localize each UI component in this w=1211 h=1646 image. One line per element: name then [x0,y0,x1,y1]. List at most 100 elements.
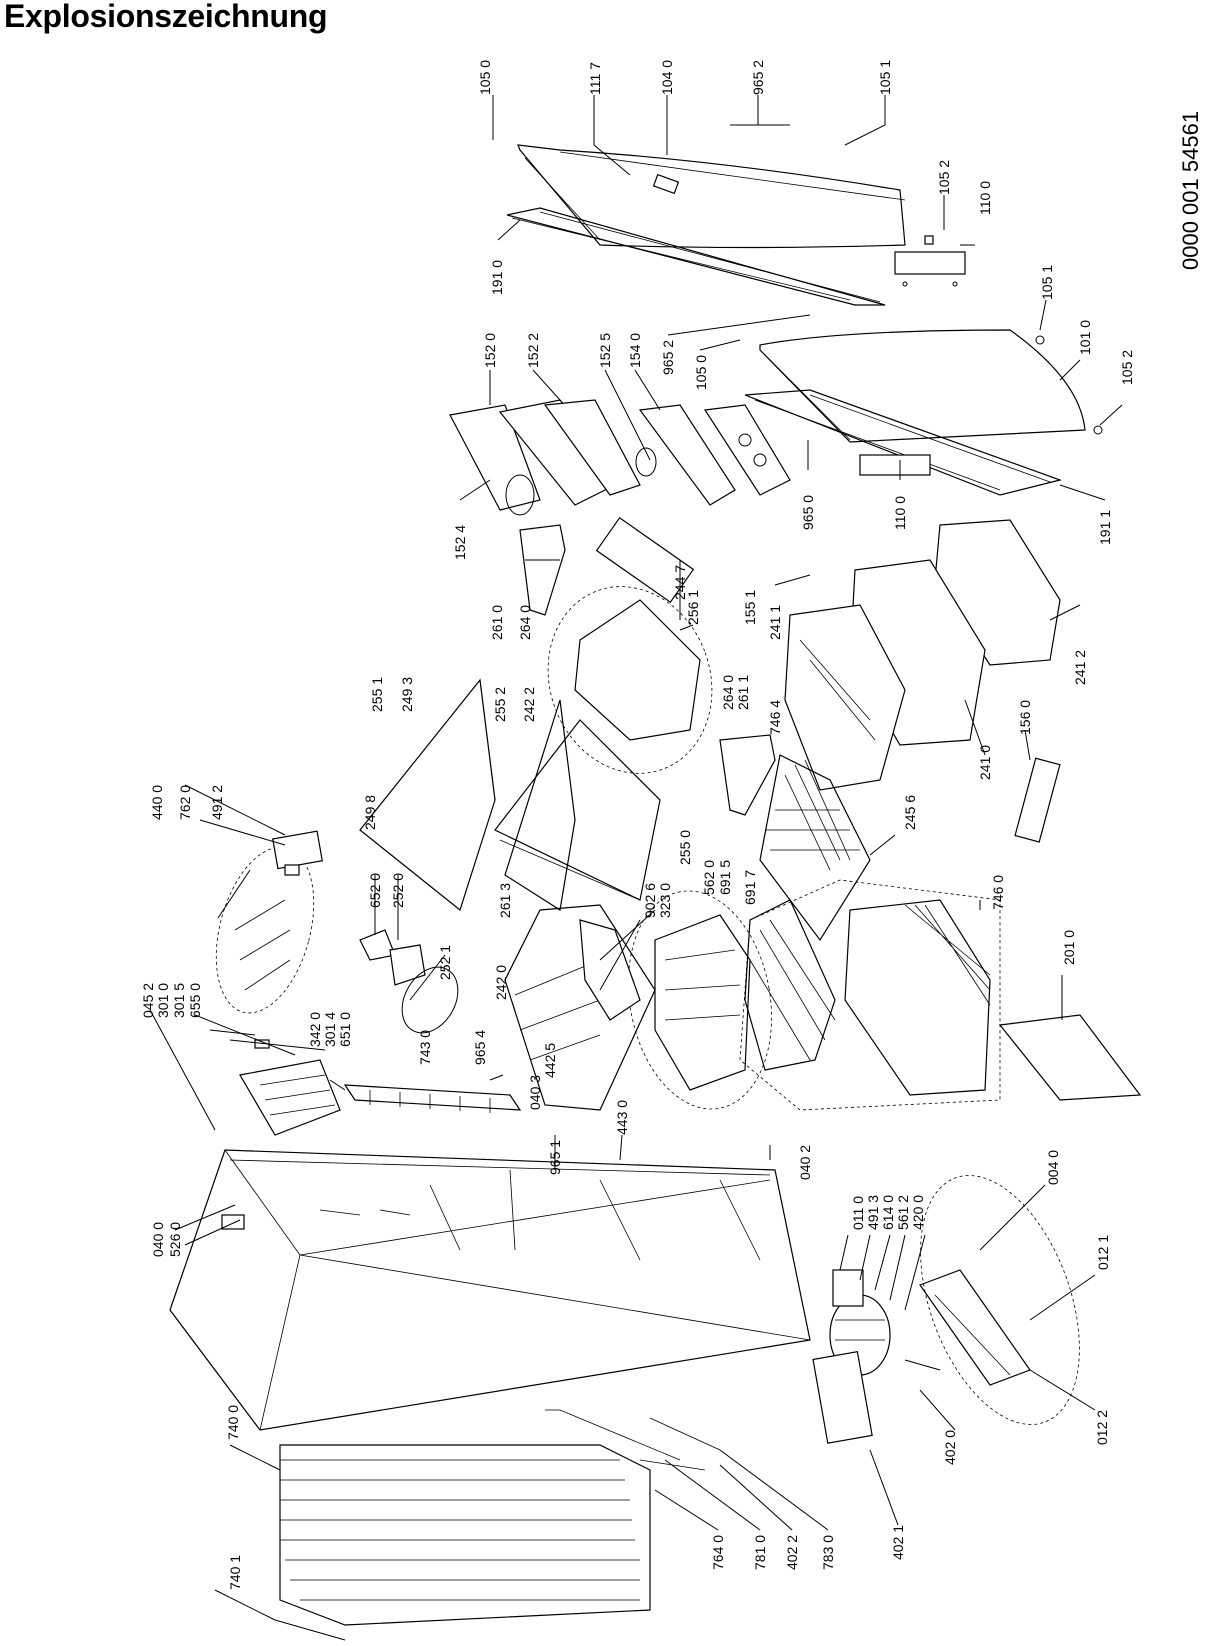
part-label: 264 0 [720,675,736,710]
part-label: 105 0 [693,355,709,390]
leader-lines [149,95,1123,1641]
freezer-shelf-assembly [504,904,656,1111]
part-label: 110 0 [977,181,993,215]
part-label: 040 3 [527,1075,543,1110]
glass-shelves [359,678,661,912]
part-label: 191 0 [489,260,505,295]
part-label: 781 0 [752,1535,768,1570]
part-label: 105 0 [477,60,493,95]
part-label: 746 4 [767,700,783,735]
part-label: 652 0 [367,873,383,908]
part-label: 261 3 [497,883,513,918]
part-label: 691 7 [742,870,758,905]
part-label: 764 0 [710,1535,726,1570]
part-label: 261 0 [489,605,505,640]
refrigerator-cabinet [169,1149,811,1431]
fridge-door [744,329,1103,496]
freezer-drawers [784,519,1061,843]
part-label: 402 0 [942,1430,958,1465]
crisper-drawer [574,516,701,741]
part-label: 261 1 [735,675,751,710]
part-label: 011 0 [850,1196,866,1230]
part-label: 252 0 [390,873,406,908]
part-label: 651 0 [337,1012,353,1047]
part-label: 264 0 [517,605,533,640]
part-label: 012 2 [1094,1410,1110,1445]
rear-cover-plate [998,1014,1142,1101]
part-label: 301 5 [171,983,187,1018]
evaporator [654,899,991,1096]
vent-cover [343,1084,522,1113]
part-label: 105 1 [877,60,893,95]
part-label: 740 0 [225,1405,241,1440]
freezer-door [506,144,906,306]
part-label: 762 0 [177,785,193,820]
part-label: 004 0 [1045,1150,1061,1185]
part-label: 245 6 [902,795,918,830]
lamp-cover [359,929,459,1034]
document-number: 0000 001 54561 [1178,111,1203,270]
part-label: 746 0 [990,875,1006,910]
base-plate [919,1269,1031,1386]
part-label: 105 2 [936,160,952,195]
part-label: 045 2 [140,983,156,1018]
part-label: 040 0 [150,1222,166,1257]
part-labels: 105 0 111 7 104 0 965 2 105 1 105 2 110 … [140,60,1135,1590]
part-label: 201 0 [1061,930,1077,965]
condenser [279,1444,651,1626]
part-label: 342 0 [307,1012,323,1047]
part-label: 561 2 [895,1195,911,1230]
part-label: 155 1 [742,590,758,625]
door-bins [449,399,791,516]
part-label: 255 2 [492,687,508,722]
part-label: 965 2 [660,340,676,375]
part-label: 101 0 [1077,320,1093,355]
drain-tray [812,1350,873,1444]
part-label: 152 4 [452,525,468,560]
part-label: 156 0 [1017,700,1033,735]
control-unit [234,830,323,991]
part-label: 241 1 [767,605,783,640]
part-label: 252 1 [437,945,453,980]
page-title: Explosionszeichnung [4,0,328,34]
part-label: 562 0 [701,860,717,895]
part-label: 244 7 [672,565,688,600]
part-label: 740 1 [227,1555,243,1590]
door-hinge-top [894,235,966,287]
part-label: 040 2 [797,1145,813,1180]
part-label: 256 1 [685,590,701,625]
part-label: 104 0 [659,60,675,95]
part-label: 402 1 [890,1525,906,1560]
part-label: 301 0 [155,983,171,1018]
part-label: 783 0 [820,1535,836,1570]
part-label: 242 0 [493,965,509,1000]
terminal-box [832,1269,864,1307]
part-label: 902 6 [642,883,658,918]
part-label: 442 5 [542,1043,558,1078]
part-label: 526 0 [167,1222,183,1257]
part-label: 743 0 [417,1030,433,1065]
part-label: 152 5 [597,333,613,368]
part-label: 111 7 [587,62,603,95]
part-label: 443 0 [614,1100,630,1135]
evaporator-grid [759,754,871,942]
part-label: 249 8 [362,795,378,830]
part-label: 152 2 [525,333,541,368]
part-label: 241 2 [1072,650,1088,685]
part-label: 105 1 [1039,265,1055,300]
part-label: 965 4 [472,1030,488,1065]
part-label: 323 0 [657,883,673,918]
part-label: 655 0 [187,983,203,1018]
part-label: 255 0 [677,830,693,865]
shelf-brackets [519,524,776,816]
part-label: 965 1 [547,1140,563,1175]
part-label: 154 0 [627,333,643,368]
part-label: 440 0 [149,785,165,820]
part-label: 691 5 [717,860,733,895]
part-label: 241 0 [977,745,993,780]
part-label: 249 3 [399,677,415,712]
part-label: 105 2 [1119,350,1135,385]
part-label: 491 2 [209,785,225,820]
part-label: 491 3 [865,1195,881,1230]
